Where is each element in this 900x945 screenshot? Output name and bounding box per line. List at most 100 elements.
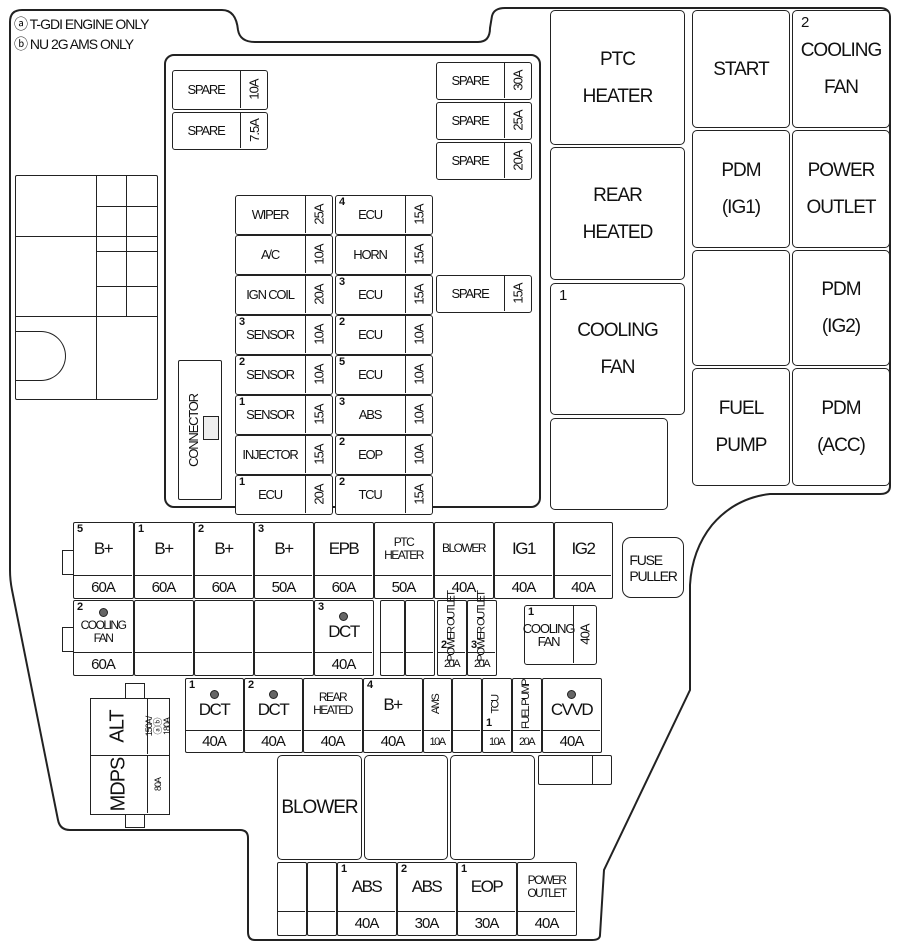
relay[interactable]: PDM (IG2) [792,250,890,366]
relay[interactable]: START [692,10,790,128]
fuse-label: DCT [257,700,290,719]
fuse-rating-area: 15A [405,236,432,273]
fuse-rating: 50A [271,578,297,596]
relay[interactable] [450,755,535,860]
fuse-rating: 7.5A [246,119,262,142]
fuse-number: 2 [248,679,255,691]
relay[interactable]: PDM (ACC) [792,368,890,486]
fuse-label: A/C [260,247,280,262]
fuse-rating: 10A [411,364,427,385]
fuse-label-area: ECU [336,356,404,393]
relay[interactable] [692,250,790,366]
fuse-label-area: ABS [338,863,395,910]
empty-fuse-slot [254,600,314,676]
fuse-rating: 20A [473,658,491,670]
fuse-rating: 10A [411,444,427,465]
relay-label: PTC HEATER [582,48,654,107]
fuse-rating-area: 30A [504,63,531,98]
connector-label: CONNECTOR [185,393,201,467]
fuse-rating: 40A [534,915,560,932]
relay[interactable] [550,418,668,510]
fuse-label-area [381,601,403,651]
fuse-rating: 40A [511,578,537,596]
fuse-label-area [453,679,480,729]
fuse-rating-area: 40A [315,652,372,675]
fuse-label: SPARE [451,113,489,128]
empty-fuse-slot [452,678,482,753]
fuse-number: 1 [239,476,246,488]
fuse-rating-area: 15A [405,276,432,313]
relay-label: PDM (IG2) [821,279,861,337]
relay[interactable]: PDM (IG1) [692,130,790,248]
fuse-label-area [308,863,335,910]
fuse-number: 1 [239,396,246,408]
fuse-number: 2 [401,863,408,875]
fuse-puller[interactable]: FUSE PULLER [622,537,684,598]
fuse-rating-area: 40A [304,730,361,752]
fuse-rating-area: 10A [424,730,450,752]
fuse-label: ECU [258,487,283,502]
relay[interactable]: FUEL PUMP [692,368,790,486]
relay-label: REAR HEATED [582,184,654,243]
fuse-rating-area [406,652,433,675]
relay[interactable]: POWER OUTLET [792,130,890,248]
fuse-rating: 10A [429,735,446,748]
relay[interactable]: BLOWER [277,755,362,860]
relay[interactable] [364,755,448,860]
relay[interactable]: PTC HEATER [550,10,685,145]
relay[interactable]: REAR HEATED [550,147,685,280]
